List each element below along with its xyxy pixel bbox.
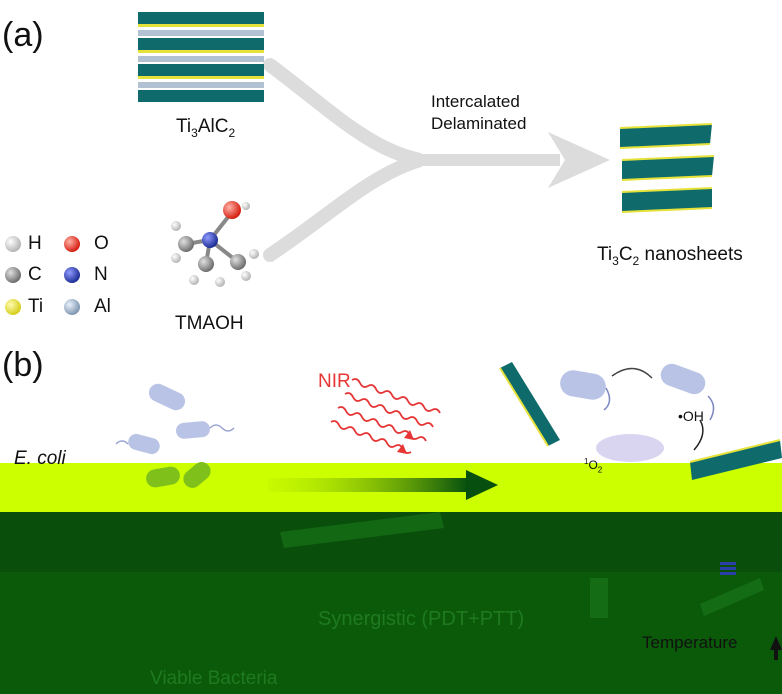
organism-label: E. coli [14,448,66,469]
stimulus-label: NIR [318,371,351,392]
ti3alc2-structure-icon [138,12,264,102]
nanosheet-rotated-icon [499,362,560,447]
legend-ti: Ti [28,296,44,317]
lower-band-sheet-icon [280,512,764,618]
treatment-arrow [268,470,498,500]
ti3c2-nanosheets-icon [619,123,715,213]
legend-o-ball-icon [64,236,80,252]
panel-b-label: (b) [2,346,44,384]
temperature-label: Temperature [642,633,738,652]
up-arrow-icon [770,636,782,660]
legend-h-ball-icon [5,236,21,252]
legend-h: H [28,233,42,254]
damaged-bacteria-icon [560,363,715,462]
tmaoh-molecule-icon [171,201,259,287]
legend-ti-ball-icon [5,299,21,315]
legend-al-ball-icon [64,299,80,315]
precursor-label: Ti3AlC2 [176,116,236,140]
process-label-line1: Intercalated [431,92,520,111]
singlet-oxygen-label: 1O2 [584,457,603,475]
product-label: Ti3C2 nanosheets [597,244,743,268]
panel-a-label: (a) [2,16,44,54]
nir-light-icon [330,378,441,454]
bacteria-state-label: Viable Bacteria [150,668,278,689]
mechanism-label: Synergistic (PDT+PTT) [318,608,525,630]
menu-lines-icon [720,562,736,575]
legend-n: N [94,264,108,285]
radical-label: •OH [678,408,704,424]
process-label-line2: Delaminated [431,114,527,133]
nanosheet-surface-icon [689,439,782,480]
legend-o: O [94,233,109,254]
reagent-label: TMAOH [175,313,244,334]
legend-al: Al [94,296,111,317]
legend-n-ball-icon [64,267,80,283]
legend-c-ball-icon [5,267,21,283]
process-arrow [263,58,610,262]
legend-c: C [28,264,42,285]
